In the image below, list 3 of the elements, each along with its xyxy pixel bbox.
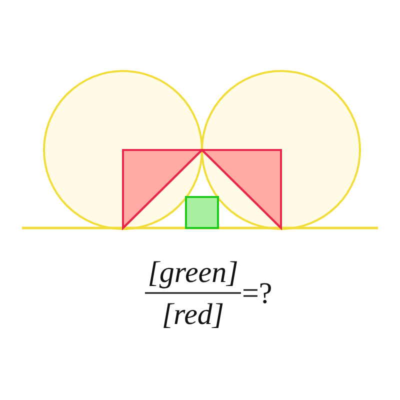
denominator: [red] bbox=[162, 300, 224, 330]
equals-question: =? bbox=[242, 279, 272, 309]
numerator: [green] bbox=[148, 258, 238, 288]
